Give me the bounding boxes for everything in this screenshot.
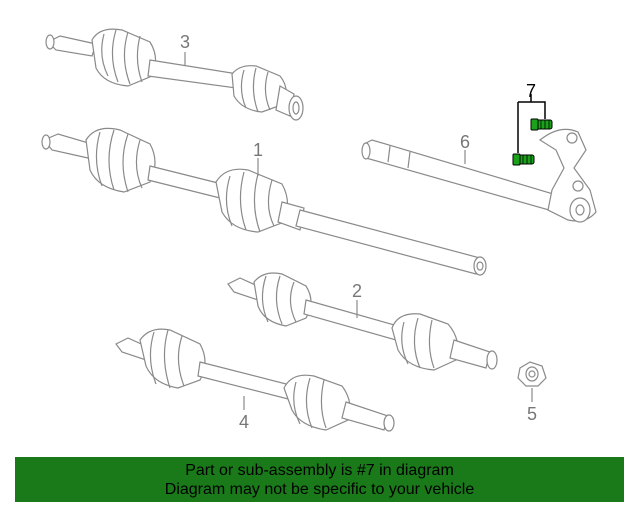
axle-shaft-4[interactable]	[115, 328, 395, 432]
callout-7: 7	[526, 81, 536, 101]
bolt-7-lower[interactable]	[512, 153, 535, 166]
callout-3: 3	[180, 32, 190, 52]
callout-5: 5	[527, 404, 537, 424]
hub-nut-5[interactable]	[517, 361, 547, 387]
intermediate-shaft-6[interactable]	[361, 128, 597, 223]
axle-shaft-1[interactable]	[41, 127, 487, 276]
callout-2: 2	[352, 281, 362, 301]
callout-1: 1	[253, 140, 263, 160]
axle-shaft-2[interactable]	[227, 272, 498, 371]
callout-6: 6	[460, 132, 470, 152]
banner-line-1: Part or sub-assembly is #7 in diagram	[185, 462, 454, 479]
banner-line-2: Diagram may not be specific to your vehi…	[164, 481, 475, 498]
bolt-7-upper[interactable]	[530, 118, 553, 131]
info-banner: Part or sub-assembly is #7 in diagram Di…	[15, 457, 624, 502]
leader-7	[517, 94, 546, 153]
callout-4: 4	[239, 412, 249, 432]
axle-shaft-3[interactable]	[45, 28, 304, 121]
